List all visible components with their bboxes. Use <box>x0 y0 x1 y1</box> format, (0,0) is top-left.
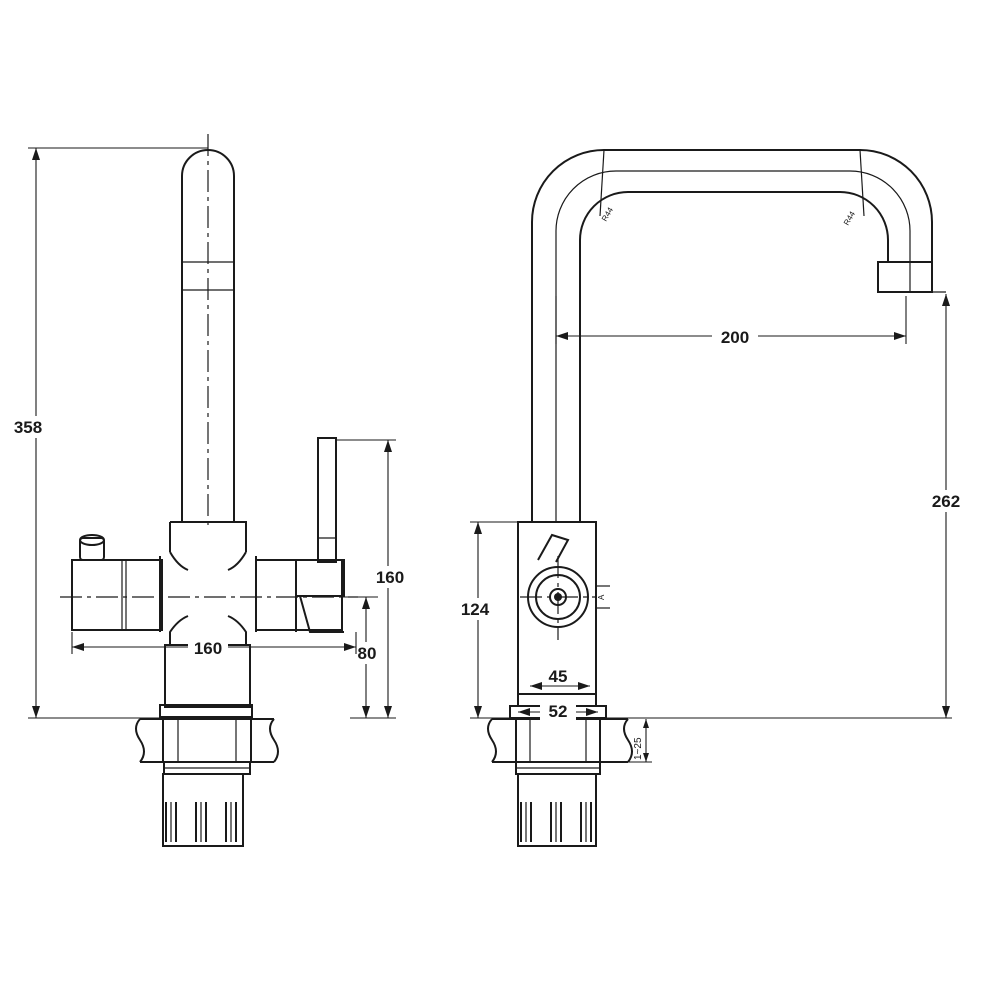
dim-handle-height: 160 <box>376 568 404 587</box>
side-deck <box>135 718 279 763</box>
front-deck <box>487 718 633 763</box>
side-central-body <box>159 521 257 645</box>
front-body: A <box>517 521 610 695</box>
radius-right-label: R44 <box>842 209 857 227</box>
side-view: 358 160 80 160 <box>8 134 410 847</box>
side-lever-handle <box>295 437 345 597</box>
side-dimensions: 358 160 80 160 <box>8 147 410 719</box>
front-dimensions: 200 262 124 45 52 <box>456 294 968 763</box>
dim-body-width: 160 <box>194 639 222 658</box>
dim-deck-thickness: 1~25 <box>633 737 644 760</box>
radius-left-label: R44 <box>600 205 615 223</box>
lever-angle-label: A <box>597 594 606 600</box>
front-view: R44 R44 A <box>456 149 968 847</box>
dim-body-height: 80 <box>358 644 377 663</box>
side-spout <box>181 134 235 525</box>
side-shank <box>162 761 251 847</box>
dim-inner-base-width: 45 <box>549 667 568 686</box>
dim-base-width: 52 <box>549 702 568 721</box>
front-shank <box>515 761 601 847</box>
dim-reach: 200 <box>721 328 749 347</box>
dim-spout-height: 262 <box>932 492 960 511</box>
dim-overall-height: 358 <box>14 418 42 437</box>
dim-front-body-height: 124 <box>461 600 490 619</box>
side-left-housing <box>71 534 163 631</box>
